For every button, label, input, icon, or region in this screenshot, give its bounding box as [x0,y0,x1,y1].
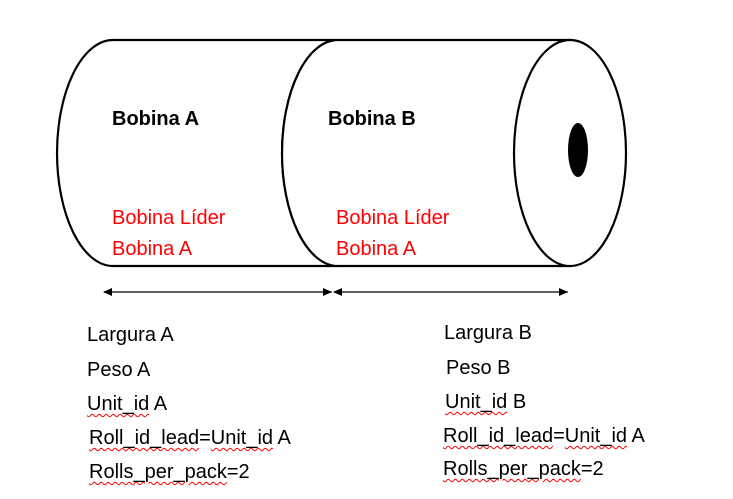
right-roll-lead-unit: Unit_id [564,425,628,447]
right-unit-id-value: B [507,391,527,413]
left-roll-lead-value: A [273,427,291,449]
right-width-label: Largura B [444,322,532,344]
left-roll-lead-eq: = [199,427,211,449]
roll-b-lead-line2: Bobina A [336,238,417,260]
left-roll-lead-label: Roll_id_lead=Unit_id A [89,428,291,448]
right-rolls-value: =2 [580,458,604,480]
right-unit-id-key: Unit_id [445,391,508,413]
roll-b-lead-line1: Bobina Líder [336,207,450,229]
right-rolls-key: Rolls_per_pack [443,458,581,480]
left-weight-label: Peso A [87,359,151,381]
right-roll-lead-key: Roll_id_lead [443,425,554,447]
left-rolls-per-pack-label: Rolls_per_pack=2 [89,462,250,482]
left-roll-lead-key: Roll_id_lead [89,427,200,449]
left-unit-id-key: Unit_id [87,393,150,415]
left-width-label: Largura A [87,324,174,346]
right-roll-lead-label: Roll_id_lead=Unit_id A [443,426,645,446]
right-rolls-per-pack-label: Rolls_per_pack=2 [443,459,604,479]
right-roll-lead-eq: = [553,425,565,447]
left-unit-id-label: Unit_id A [87,394,167,414]
roll-a-title: Bobina A [112,108,200,130]
core-hole-icon [568,123,588,177]
right-roll-lead-value: A [627,425,645,447]
right-weight-label: Peso B [446,357,511,379]
left-rolls-key: Rolls_per_pack [89,461,227,483]
right-unit-id-label: Unit_id B [445,392,526,412]
left-rolls-value: =2 [226,461,250,483]
left-unit-id-value: A [149,393,168,415]
roll-a-lead-line2: Bobina A [112,238,193,260]
left-roll-lead-unit: Unit_id [210,427,274,449]
roll-b-title: Bobina B [328,108,416,130]
roll-a-lead-line1: Bobina Líder [112,207,226,229]
